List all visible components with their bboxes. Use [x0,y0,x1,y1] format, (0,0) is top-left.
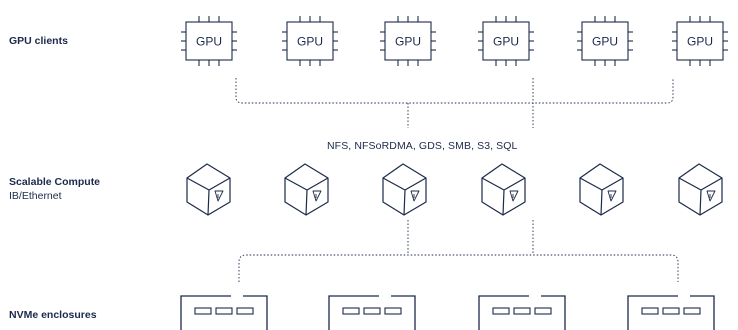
gpu-chip-label: GPU [493,35,519,49]
gpu-chip-icon [577,16,633,66]
nvme-enclosures-title: NVMe enclosures [9,309,97,321]
gpu-chip-icon [282,16,338,66]
nvme-enclosure-icon [478,295,566,330]
gpu-chip-icon [380,16,436,66]
gpu-clients-row: GPU GPU GPU GPU GPU GPU [181,16,728,66]
nvme-enclosures-label: NVMe enclosures [9,308,97,322]
compute-nodes-row [186,163,723,216]
compute-cube-icon [284,163,329,216]
gpu-chip-icon [181,16,237,66]
scalable-compute-label: Scalable Compute IB/Ethernet [9,175,100,203]
nvme-enclosure-icon [328,295,416,330]
scalable-compute-title: Scalable Compute [9,176,101,188]
gpu-chip-label: GPU [297,35,323,49]
gpu-clients-title: GPU clients [9,35,68,47]
compute-cube-icon [382,163,427,216]
gpu-chip-icon [478,16,534,66]
protocols-label: NFS, NFSoRDMA, GDS, SMB, S3, SQL [327,140,518,152]
gpu-chip-label: GPU [592,35,618,49]
nvme-enclosures-row [180,295,715,330]
gpu-chip-label: GPU [395,35,421,49]
gpu-chip-icon [672,16,728,66]
compute-cube-icon [481,163,526,216]
gpu-chip-label: GPU [196,35,222,49]
compute-cube-icon [186,163,231,216]
connectors [235,78,679,282]
compute-cube-icon [579,163,624,216]
scalable-compute-subtitle: IB/Ethernet [9,190,62,202]
compute-cube-icon [678,163,723,216]
nvme-enclosure-icon [180,295,268,330]
gpu-chip-label: GPU [687,35,713,49]
gpu-clients-label: GPU clients [9,34,68,48]
nvme-enclosure-icon [627,295,715,330]
